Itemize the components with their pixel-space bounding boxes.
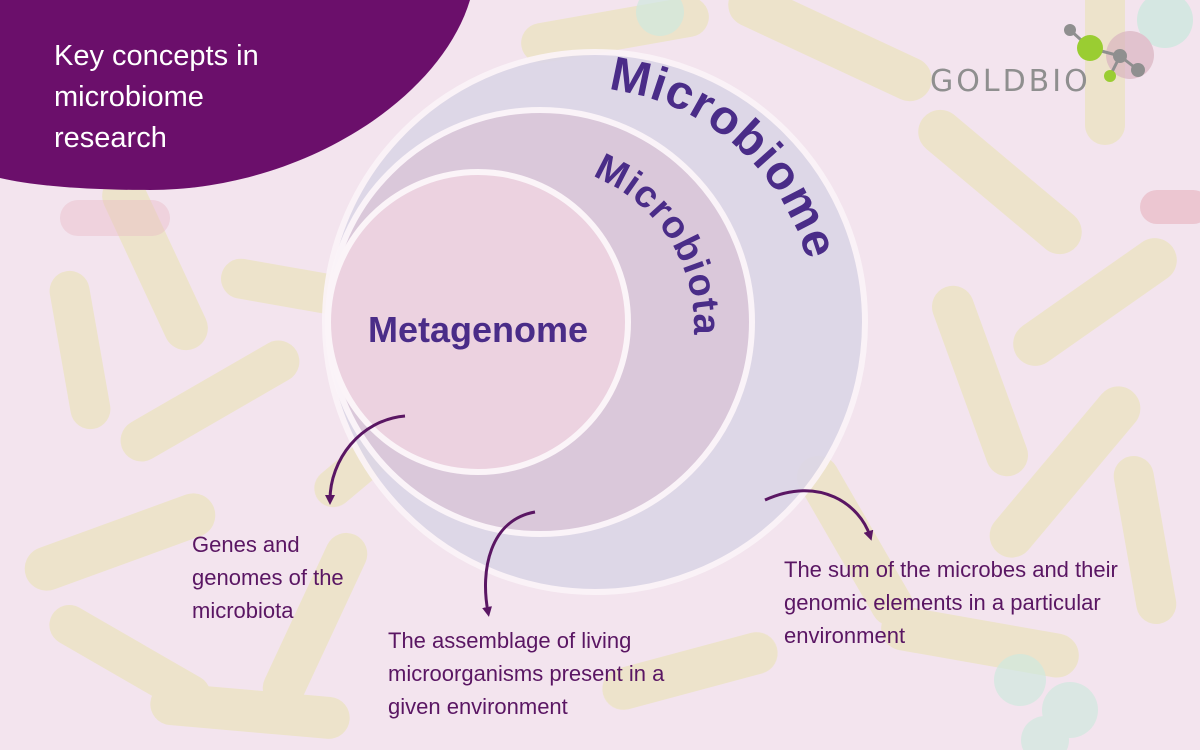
goldbio-logo: GOLDBIO: [928, 18, 1158, 108]
metagenome-circle: [325, 169, 631, 475]
metagenome-label: Metagenome: [368, 309, 588, 350]
microbiota-description: The assemblage of living microorganisms …: [388, 628, 665, 719]
page-title: Key concepts in microbiome research: [54, 40, 259, 154]
microbiome-arrow: [764, 489, 874, 541]
metagenome-description: Genes and genomes of the microbiota: [192, 532, 344, 623]
molecule-icon: [1064, 24, 1145, 82]
metagenome-arrow: [325, 414, 406, 505]
microbiota-arrow: [482, 510, 536, 617]
microbiome-description: The sum of the microbes and their genomi…: [784, 557, 1118, 648]
logo-text: GOLDBIO: [930, 64, 1091, 99]
